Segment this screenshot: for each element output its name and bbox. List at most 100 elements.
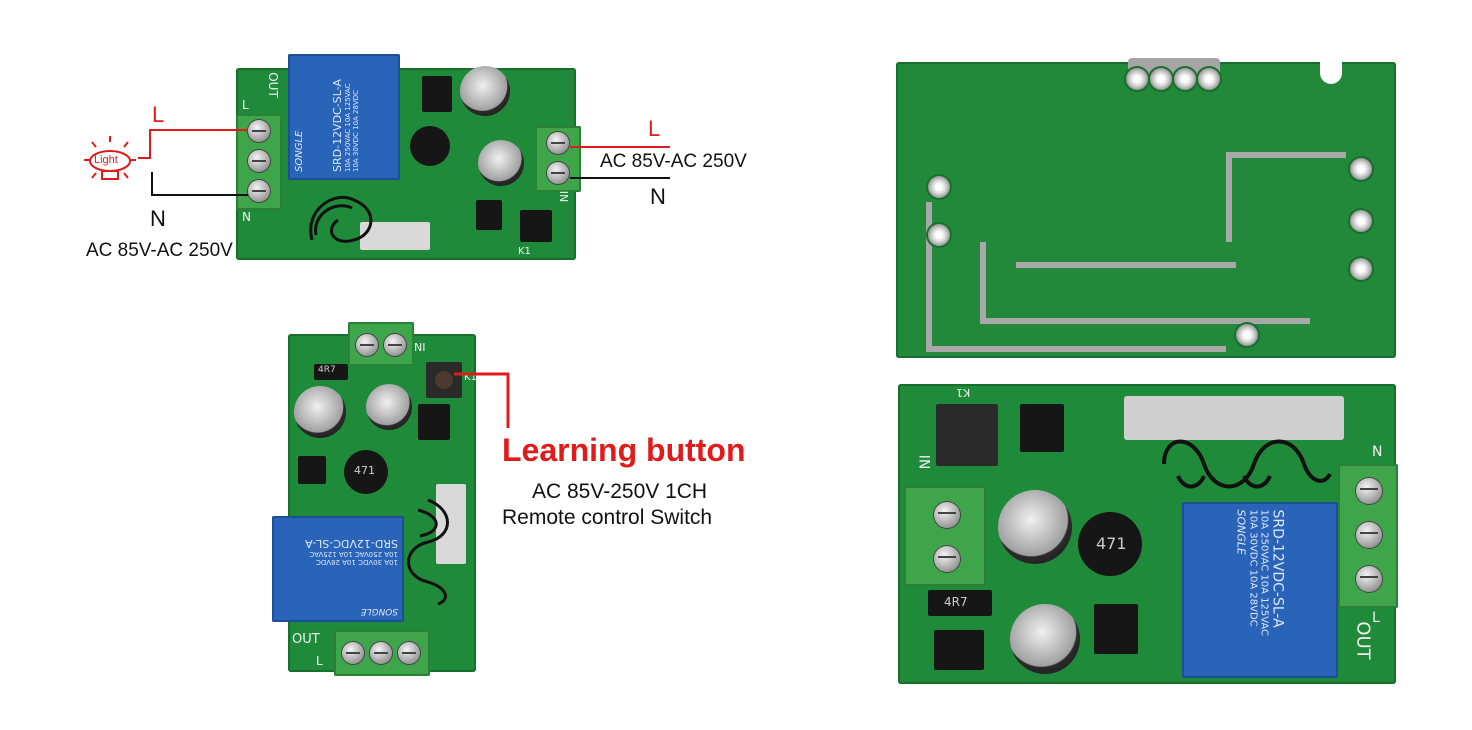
capacitor <box>294 386 346 438</box>
inductor <box>344 450 388 494</box>
screw-terminal <box>547 162 569 184</box>
screw-terminal <box>1356 522 1382 548</box>
capacitor <box>478 140 524 186</box>
trace <box>1226 152 1346 158</box>
notch <box>1320 62 1342 84</box>
screw-terminal <box>342 642 364 664</box>
trace <box>1226 152 1232 242</box>
trace <box>980 318 1310 324</box>
trace <box>980 242 986 322</box>
relay-model: SRD-12VDC-SL-A <box>1269 509 1286 628</box>
screw-terminal <box>1356 478 1382 504</box>
capacitor <box>998 490 1072 564</box>
screw-terminal <box>248 180 270 202</box>
inductor-code: 471 <box>354 464 375 477</box>
relay-right: SRD-12VDC-SL-A 10A 250VAC 10A 125VAC 10A… <box>1182 502 1338 678</box>
learning-button <box>936 404 998 466</box>
learning-button <box>426 362 462 398</box>
top-board-group: SONGLE SRD-12VDC-SL-A 10A 250VAC 10A 125… <box>80 50 760 280</box>
solder-pad <box>1350 158 1372 180</box>
screw-terminal <box>384 334 406 356</box>
resistor <box>314 364 348 380</box>
screw-terminal <box>934 502 960 528</box>
screw-terminal <box>356 334 378 356</box>
light-bulb-icon: Light <box>80 134 140 190</box>
solder-pad <box>928 176 950 198</box>
screw-terminal <box>248 150 270 172</box>
silk-k1: K1 <box>518 246 531 257</box>
relay-rating-1: 10A 250VAC 10A 125VAC <box>1258 509 1270 637</box>
screw-terminal <box>547 132 569 154</box>
neutral-label-left: N <box>150 206 166 231</box>
live-label-left: L <box>152 102 165 127</box>
ic-chip <box>418 404 450 440</box>
silk-l: L <box>242 98 249 112</box>
light-label: Light <box>94 154 118 166</box>
product-subtitle: Remote control Switch <box>502 506 713 529</box>
capacitor <box>1010 604 1080 674</box>
terminal-block-top <box>348 322 414 366</box>
voltage-label-right: AC 85V-AC 250V <box>600 151 747 172</box>
wiring-lines <box>138 129 670 196</box>
learning-button-pointer <box>454 372 510 428</box>
voltage-label-left: AC 85V-AC 250V <box>86 240 233 261</box>
neutral-label-right: N <box>650 184 666 209</box>
solder-pad <box>1236 324 1258 346</box>
solder-pad <box>1174 68 1196 90</box>
trace <box>926 346 1226 352</box>
silk-l: L <box>316 654 323 668</box>
silk-n: N <box>242 210 251 224</box>
screw-terminal <box>248 120 270 142</box>
silk-k1: K1 <box>464 372 477 383</box>
ic-chip <box>934 630 984 670</box>
solder-pad <box>1126 68 1148 90</box>
relay-top: SONGLE SRD-12VDC-SL-A 10A 250VAC 10A 125… <box>288 54 400 180</box>
capacitor <box>460 66 510 116</box>
terminal-block-right <box>535 126 581 192</box>
solder-pad <box>1350 258 1372 280</box>
resistor-code: 4R7 <box>944 595 968 609</box>
capacitor <box>366 384 412 430</box>
solder-pad <box>928 224 950 246</box>
relay-rating-2: 10A 30VDC 10A 28VDC <box>1247 509 1259 627</box>
rf-module-middle <box>436 484 466 564</box>
silk-n: N <box>1372 444 1383 460</box>
solder-pad <box>1350 210 1372 232</box>
antenna-coil <box>309 195 373 243</box>
antenna-coil <box>1162 439 1332 489</box>
silk-out: OUT <box>1352 621 1374 660</box>
ic-chip <box>476 200 502 230</box>
learning-button-top <box>520 210 552 242</box>
product-title: AC 85V-250V 1CH <box>532 480 708 503</box>
silk-l: L <box>1372 610 1380 626</box>
board-front-side: SRD-12VDC-SL-A 10A 250VAC 10A 125VAC 10A… <box>898 384 1398 684</box>
screw-terminal <box>370 642 392 664</box>
terminal-block-right <box>1338 464 1398 608</box>
silk-in: IN <box>915 454 932 470</box>
ic-chip <box>422 76 452 112</box>
screw-terminal <box>934 546 960 572</box>
antenna-coil <box>407 498 449 606</box>
rf-module-top <box>360 222 430 250</box>
relay-middle: SONGLE 10A 30VDC 10A 28VDC 10A 250VAC 10… <box>272 516 404 622</box>
solder-pad <box>1150 68 1172 90</box>
inductor-code: 471 <box>1096 534 1127 553</box>
screw-terminal <box>398 642 420 664</box>
inductor <box>1078 512 1142 576</box>
live-label-right: L <box>648 116 661 141</box>
rf-module-right <box>1124 396 1344 440</box>
middle-board-group: SONGLE 10A 30VDC 10A 28VDC 10A 250VAC 10… <box>270 320 750 680</box>
solder-pad <box>1198 68 1220 90</box>
resistor <box>928 590 992 616</box>
ic-chip <box>1020 404 1064 452</box>
resistor-code: 4R7 <box>318 365 336 375</box>
ic-chip <box>1094 604 1138 654</box>
board-back-side <box>896 58 1396 358</box>
terminal-block-left <box>904 486 986 586</box>
inductor <box>410 126 450 166</box>
silk-out: OUT <box>292 632 320 647</box>
terminal-block-bottom <box>334 630 430 676</box>
learning-button-label: Learning button <box>502 432 746 468</box>
trace <box>1016 262 1236 268</box>
screw-terminal <box>1356 566 1382 592</box>
